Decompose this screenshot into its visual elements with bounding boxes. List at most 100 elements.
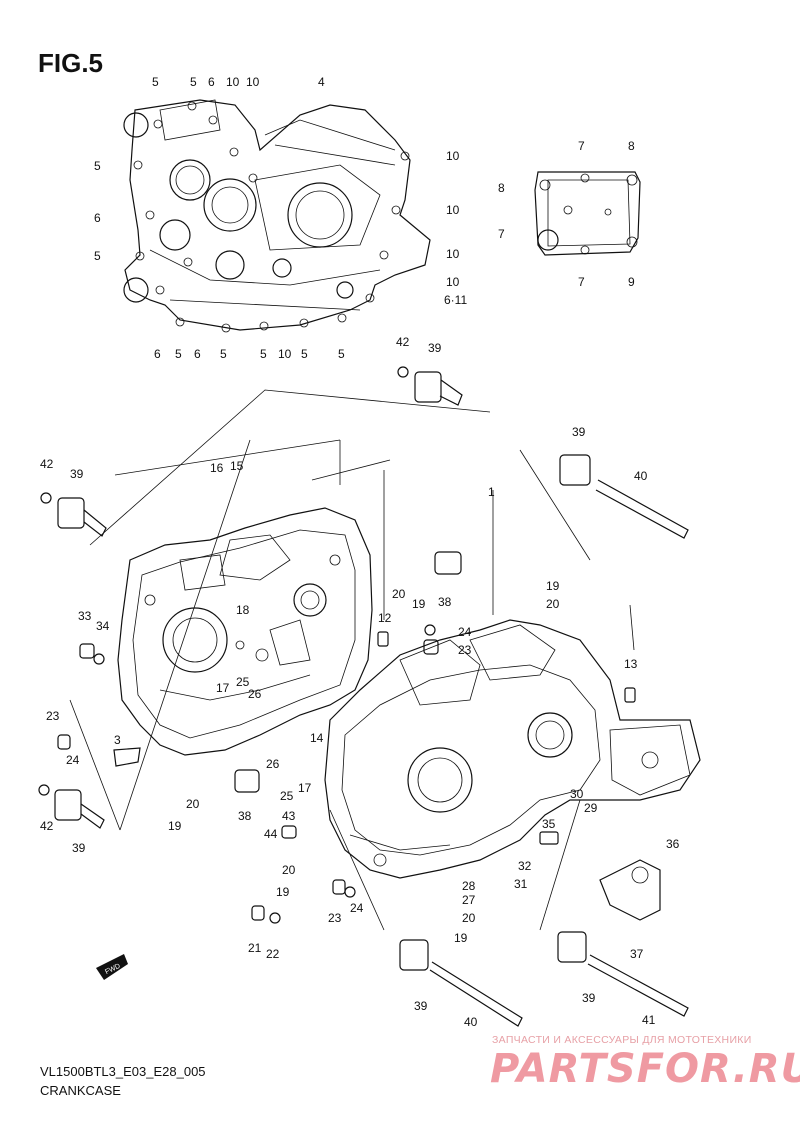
callout: 10 xyxy=(246,75,260,89)
callout: 19 xyxy=(276,885,290,899)
callout: 20 xyxy=(282,863,296,877)
callout: 42 xyxy=(396,335,410,349)
callout: 18 xyxy=(236,603,250,617)
callout: 24 xyxy=(66,753,80,767)
callout: 39 xyxy=(428,341,442,355)
callout: 40 xyxy=(634,469,648,483)
callout: 17 xyxy=(216,681,230,695)
callout: 3 xyxy=(114,733,121,747)
callout: 5 xyxy=(94,159,101,173)
callout: 14 xyxy=(310,731,324,745)
callout: 23 xyxy=(328,911,342,925)
callout: 19 xyxy=(168,819,182,833)
callout: 20 xyxy=(392,587,406,601)
callout: 7 xyxy=(578,139,585,153)
callout: 27 xyxy=(462,893,476,907)
callouts-main: 42 39 39 40 42 39 16 1 5 20 19 19 20 38 1… xyxy=(40,335,680,1029)
callout: 5 xyxy=(260,347,267,361)
right-crankcase-half xyxy=(324,619,701,879)
callout: 38 xyxy=(438,595,452,609)
callout: 30 xyxy=(570,787,584,801)
callout: 5 xyxy=(175,347,182,361)
forward-arrow-icon: FWD xyxy=(96,954,128,980)
callout: 12 xyxy=(378,611,392,625)
callout: 10 xyxy=(226,75,240,89)
callout: 16 xyxy=(210,461,224,475)
callout: 39 xyxy=(582,991,596,1005)
watermark-brand: PARTSFOR.RU xyxy=(490,1046,800,1092)
callout: 34 xyxy=(96,619,110,633)
callout: 25 xyxy=(280,789,294,803)
callout: 8 xyxy=(628,139,635,153)
callout: 6·11 xyxy=(444,293,467,307)
callout: 19 xyxy=(546,579,560,593)
callout: 10 xyxy=(278,347,292,361)
callout: 17 xyxy=(298,781,312,795)
callout: 10 xyxy=(446,149,460,163)
callout: 39 xyxy=(414,999,428,1013)
callout: 21 xyxy=(248,941,262,955)
callout: 10 xyxy=(446,247,460,261)
callout: 41 xyxy=(642,1013,656,1027)
callout: 6 xyxy=(94,211,101,225)
callouts-top-view: 5 5 6 10 10 4 5 10 6 10 5 10 6·11 6 5 6 … xyxy=(94,75,467,361)
callout: 39 xyxy=(72,841,86,855)
callout: 7 xyxy=(578,275,585,289)
callout: 40 xyxy=(464,1015,478,1029)
callout: 19 xyxy=(454,931,468,945)
callout: 20 xyxy=(186,797,200,811)
section-name: CRANKCASE xyxy=(40,1083,121,1098)
callout: 20 xyxy=(546,597,560,611)
callout: 23 xyxy=(46,709,60,723)
figure-title: FIG.5 xyxy=(38,48,104,78)
callout: 20 xyxy=(462,911,476,925)
callout: 42 xyxy=(40,819,54,833)
callout: 5 xyxy=(190,75,197,89)
callout: 39 xyxy=(572,425,586,439)
left-crankcase-half xyxy=(117,507,373,756)
model-code: VL1500BTL3_E03_E28_005 xyxy=(40,1064,206,1079)
cover-plate xyxy=(534,171,641,256)
callout: 37 xyxy=(630,947,644,961)
callout: 13 xyxy=(624,657,638,671)
callout: 9 xyxy=(628,275,635,289)
callout: 29 xyxy=(584,801,598,815)
callout: 10 xyxy=(446,203,460,217)
callout: 22 xyxy=(266,947,280,961)
callout: 5 xyxy=(152,75,159,89)
callout: 35 xyxy=(542,817,556,831)
callout: 24 xyxy=(350,901,364,915)
callout: 5 xyxy=(220,347,227,361)
callout: 1 xyxy=(488,485,495,499)
callout: 39 xyxy=(70,467,84,481)
callout: 26 xyxy=(248,687,262,701)
watermark-subtitle: ЗАПЧАСТИ И АКСЕССУАРЫ ДЛЯ МОТОТЕХНИКИ xyxy=(492,1034,752,1046)
callout: 23 xyxy=(458,643,472,657)
callout: 10 xyxy=(446,275,460,289)
callouts-cover-plate: 7 8 8 7 7 9 xyxy=(498,139,635,289)
callout: 43 xyxy=(282,809,296,823)
fasteners xyxy=(38,366,689,1027)
callout: 5 xyxy=(94,249,101,263)
callout: 6 xyxy=(194,347,201,361)
callout: 32 xyxy=(518,859,532,873)
callout: 31 xyxy=(514,877,528,891)
callout: 44 xyxy=(264,827,278,841)
leader-lines xyxy=(69,389,635,931)
callout: 19 xyxy=(412,597,426,611)
callout: 33 xyxy=(78,609,92,623)
callout: 38 xyxy=(238,809,252,823)
callout: 5 xyxy=(301,347,308,361)
callout: 28 xyxy=(462,879,476,893)
callout: 26 xyxy=(266,757,280,771)
callout: 25 xyxy=(236,675,250,689)
callout: 36 xyxy=(666,837,680,851)
callout: 7 xyxy=(498,227,505,241)
callout: 5 xyxy=(338,347,345,361)
callout: 4 xyxy=(318,75,325,89)
callout: 42 xyxy=(40,457,54,471)
callout: 24 xyxy=(458,625,472,639)
crankcase-top-view xyxy=(123,99,431,333)
callout: 6 xyxy=(154,347,161,361)
